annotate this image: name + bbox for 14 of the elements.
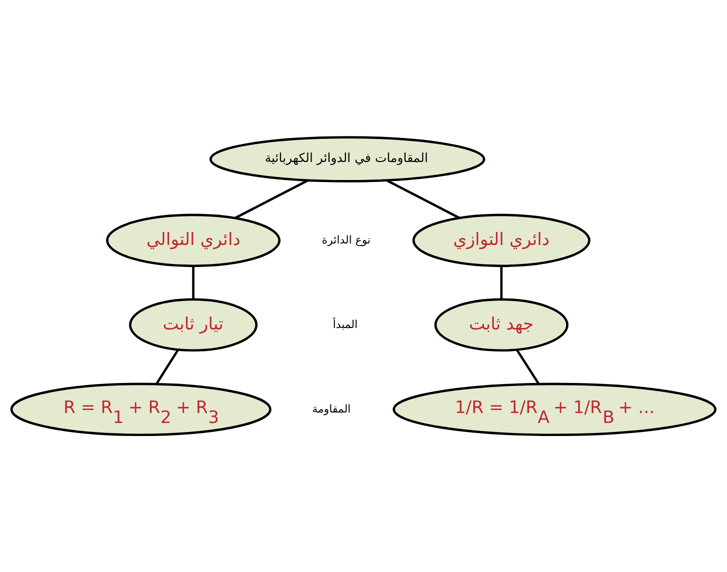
connector	[155, 349, 180, 385]
label: المقاومة	[312, 402, 351, 416]
node-ellipse: المقاومات في الدوائر الكهربائية	[209, 136, 486, 182]
node-ellipse: جهد ثابت	[434, 298, 568, 352]
node-ellipse: تيار ثابت	[128, 298, 258, 352]
connector	[500, 266, 503, 300]
label: نوع الدائرة	[322, 233, 371, 246]
connector	[192, 266, 194, 300]
node-ellipse: دائري التوالي	[106, 214, 281, 268]
connector	[516, 349, 540, 384]
connector	[234, 179, 308, 220]
connector	[386, 179, 460, 220]
label: المبدأ	[332, 318, 358, 331]
node-ellipse: دائري التوازي	[412, 214, 590, 268]
